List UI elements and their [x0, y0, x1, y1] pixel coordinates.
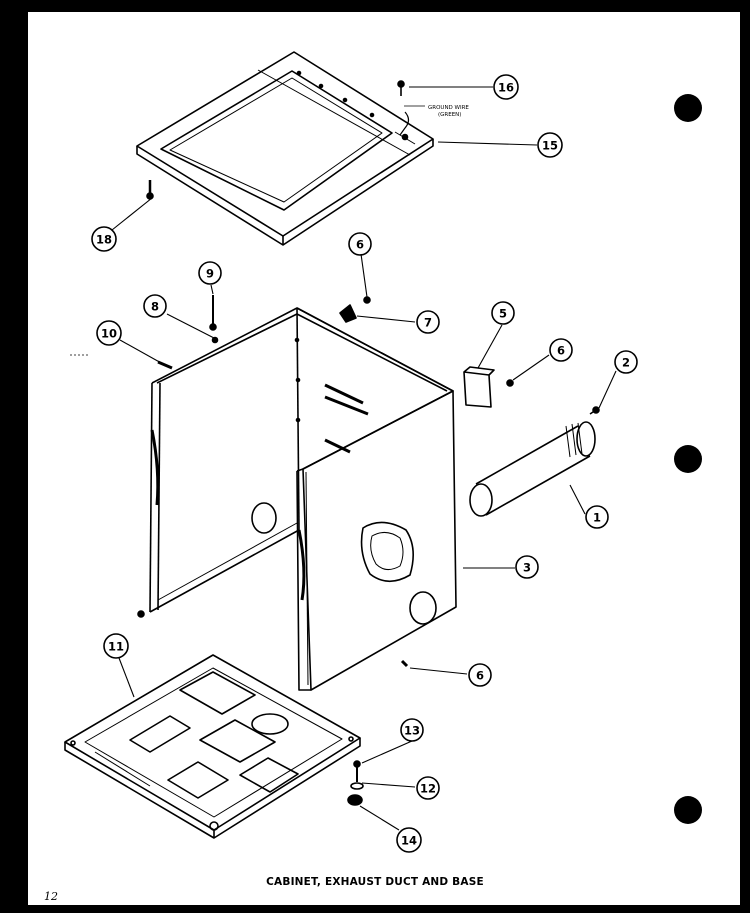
- svg-text:15: 15: [542, 139, 558, 153]
- screw-8: [211, 336, 219, 344]
- top-panel: [136, 51, 434, 246]
- svg-text:18: 18: [96, 233, 112, 247]
- svg-text:12: 12: [420, 782, 436, 796]
- svg-text:13: 13: [404, 724, 420, 738]
- callout-6-right: 6: [549, 338, 573, 362]
- bracket-7: [339, 304, 357, 323]
- base-pan: [64, 654, 361, 839]
- callout-6-top: 6: [348, 232, 372, 256]
- svg-text:14: 14: [401, 834, 417, 848]
- callout-9: 9: [198, 261, 222, 285]
- leader-lines: [111, 86, 617, 831]
- callout-10: 10: [96, 320, 122, 346]
- leveling-leg: [347, 760, 364, 806]
- svg-text:6: 6: [356, 238, 364, 252]
- callout-2: 2: [614, 350, 638, 374]
- svg-text:7: 7: [424, 316, 432, 330]
- callout-6-bottom: 6: [468, 663, 492, 687]
- screw-2: [589, 406, 600, 415]
- callout-11: 11: [103, 633, 129, 659]
- binder-hole: [674, 796, 702, 824]
- svg-text:11: 11: [108, 640, 124, 654]
- svg-text:2: 2: [622, 356, 630, 370]
- screw-6-top: [363, 296, 371, 304]
- screw-18: [146, 180, 154, 200]
- clip-10: [70, 354, 173, 370]
- binder-holes: [674, 94, 702, 824]
- svg-text:1: 1: [593, 511, 601, 525]
- callout-7: 7: [416, 310, 440, 334]
- svg-text:3: 3: [523, 561, 531, 575]
- screw-9: [209, 295, 217, 331]
- callout-5: 5: [491, 301, 515, 325]
- callout-12: 12: [416, 776, 440, 800]
- svg-text:16: 16: [498, 81, 514, 95]
- svg-text:5: 5: [499, 307, 507, 321]
- svg-text:GROUND WIRE: GROUND WIRE: [428, 105, 469, 111]
- callout-1: 1: [585, 505, 609, 529]
- callout-16: 16: [493, 74, 519, 100]
- svg-text:6: 6: [476, 669, 484, 683]
- ground-wire-label: GROUND WIRE (GREEN): [428, 105, 469, 118]
- callout-18: 18: [91, 226, 117, 252]
- callout-13: 13: [400, 718, 424, 742]
- binder-hole: [674, 445, 702, 473]
- seal-5: [463, 366, 495, 408]
- svg-text:8: 8: [151, 300, 159, 314]
- callout-15: 15: [537, 132, 563, 158]
- binder-hole: [674, 94, 702, 122]
- screw-6-bottom: [400, 659, 409, 668]
- cabinet: [149, 307, 457, 691]
- callout-3: 3: [515, 555, 539, 579]
- svg-text:10: 10: [101, 327, 117, 341]
- diagram-caption: CABINET, EXHAUST DUCT AND BASE: [266, 876, 484, 888]
- screw-16: [397, 80, 405, 96]
- page-number: 12: [44, 890, 58, 903]
- screw-6-right: [506, 379, 514, 387]
- screw-left-bottom: [137, 610, 145, 618]
- svg-text:9: 9: [206, 267, 214, 281]
- svg-text:6: 6: [557, 344, 565, 358]
- svg-text:(GREEN): (GREEN): [438, 112, 461, 118]
- exhaust-duct: [469, 421, 596, 517]
- callout-14: 14: [396, 827, 422, 853]
- callout-8: 8: [143, 294, 167, 318]
